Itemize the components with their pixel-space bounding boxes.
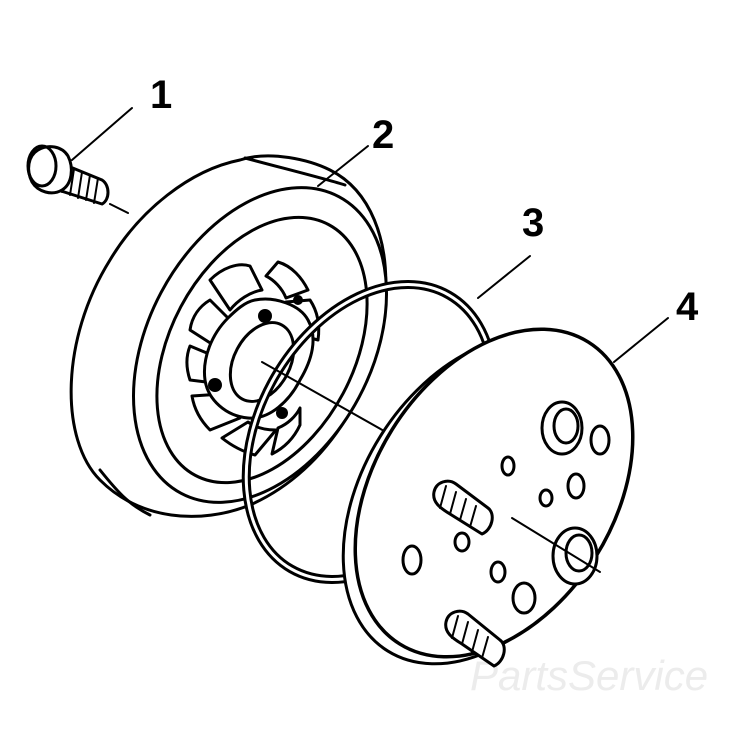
end-plate-hole-2 <box>566 472 586 500</box>
end-plate-hole-3 <box>538 488 554 508</box>
leader-lines <box>71 107 669 363</box>
callout-1: 1 <box>150 73 172 117</box>
hub-hole-2 <box>208 378 222 392</box>
watermark-text: PartsService <box>470 652 708 699</box>
end-plate-hole-6 <box>489 560 507 584</box>
part-2-housing <box>69 154 388 518</box>
part-4-end-plate <box>341 327 635 668</box>
callout-2: 2 <box>372 113 394 157</box>
housing-top-edge <box>243 156 347 187</box>
housing-inner-rim <box>155 215 369 485</box>
end-plate-hole-8 <box>453 531 471 553</box>
callout-3: 3 <box>522 201 544 245</box>
hub-hole-1 <box>258 309 272 323</box>
end-plate-port-upper-bore <box>552 407 580 445</box>
part-1-bolt <box>26 144 129 214</box>
end-plate-stud-upper <box>432 479 494 536</box>
end-plate-stud-lower <box>444 609 506 668</box>
end-plate-hole-7 <box>511 581 537 615</box>
leader-line-2 <box>317 145 369 187</box>
hub-hole-3 <box>276 407 288 419</box>
leader-line-1 <box>71 107 133 161</box>
end-plate-port-lower-bore <box>564 533 594 573</box>
end-plate-hole-5 <box>401 544 423 576</box>
end-plate-hole-1 <box>589 424 611 456</box>
bolt-head <box>27 145 73 195</box>
leader-line-4 <box>613 317 669 363</box>
bolt-head-face <box>26 144 58 188</box>
hub-hole-4 <box>293 295 303 305</box>
end-plate-axis-line <box>511 517 601 573</box>
bolt-axis-line <box>109 203 129 214</box>
callout-4: 4 <box>676 285 699 329</box>
assembly-axis-line <box>261 361 401 441</box>
end-plate-hole-4 <box>500 455 516 477</box>
housing-bottom-edge <box>98 468 152 517</box>
leader-line-3 <box>477 255 531 299</box>
